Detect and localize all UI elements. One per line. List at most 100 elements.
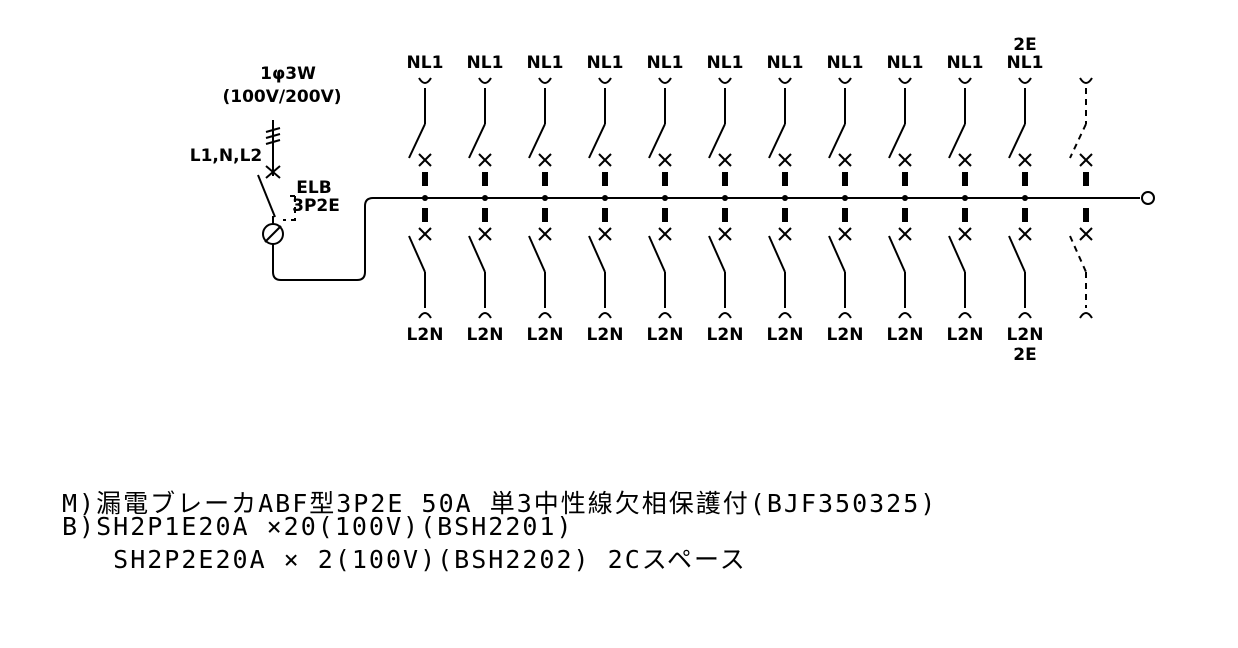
branch-bottom-switch: [888, 235, 906, 273]
branch-bottom-contact: [962, 208, 968, 222]
branch-bottom-x-mark: [898, 227, 912, 241]
branch-bottom-label: L2N: [947, 325, 984, 345]
branch-bottom-label: L2N: [527, 325, 564, 345]
branch-top-x-mark: [658, 153, 672, 167]
branch-bottom-terminal: [658, 312, 672, 319]
branch-bus-dot: [782, 195, 788, 201]
spec-line-branch-2e: SH2P2E20A × 2(100V)(BSH2202) 2Cスペース: [62, 545, 747, 574]
branch-top-terminal: [1018, 77, 1032, 84]
branch-bottom-contact: [542, 208, 548, 222]
branch-bus-dot: [422, 195, 428, 201]
branch-2e-top-label: 2E: [1013, 35, 1036, 55]
main-breaker-symbol: [257, 120, 1155, 281]
branch-bottom-label: L2N: [587, 325, 624, 345]
branch-top-terminal: [778, 77, 792, 84]
branch-bottom-contact: [422, 208, 428, 222]
branch-top-x-mark: [838, 153, 852, 167]
branch-bottom-x-mark: [418, 227, 432, 241]
branch-top-contact: [662, 172, 668, 186]
branch-top-terminal: [538, 77, 552, 84]
branch-top-x-mark: [898, 153, 912, 167]
branch-top-terminal: [658, 77, 672, 84]
branch-top-contact: [482, 172, 488, 186]
branch-top-label: NL1: [467, 53, 504, 73]
branch-bottom-switch: [708, 235, 726, 273]
branch-top-x-mark: [418, 153, 432, 167]
branch-bottom-x-mark: [958, 227, 972, 241]
branch-bottom-contact: [782, 208, 788, 222]
branch-top-terminal: [478, 77, 492, 84]
branch-bottom-contact: [662, 208, 668, 222]
branch-top-label: NL1: [887, 53, 924, 73]
branch-top-label: NL1: [707, 53, 744, 73]
branch-bus-dot: [902, 195, 908, 201]
branch-bottom-contact: [1022, 208, 1028, 222]
branch-bottom-x-mark: [778, 227, 792, 241]
branch-bottom-terminal: [1018, 312, 1032, 319]
branch-bottom-terminal: [718, 312, 732, 319]
branch-top-contact: [542, 172, 548, 186]
branch-top-switch: [828, 123, 846, 159]
supply-lines-label: L1,N,L2: [190, 146, 262, 166]
branch-top-x-mark: [538, 153, 552, 167]
branch-bottom-label: L2N: [467, 325, 504, 345]
branch-top-terminal: [598, 77, 612, 84]
branch-top-switch: [408, 123, 426, 159]
branch-bottom-label: L2N: [707, 325, 744, 345]
branch-top-switch: [468, 123, 486, 159]
branch-bottom-switch: [1008, 235, 1026, 273]
spec-line-branch-1e: B)SH2P1E20A ×20(100V)(BSH2201): [62, 512, 574, 541]
branch-top-switch: [528, 123, 546, 159]
branch-bottom-x-mark: [838, 227, 852, 241]
branch-bottom-label: L2N: [827, 325, 864, 345]
branch-bottom-x-mark: [538, 227, 552, 241]
main-breaker-poles-label: 3P2E: [292, 196, 340, 216]
branch-top-contact: [962, 172, 968, 186]
branch-top-label: NL1: [587, 53, 624, 73]
branch-bottom-contact: [722, 208, 728, 222]
branch-bottom-contact: [902, 208, 908, 222]
branch-bus-dot: [1022, 195, 1028, 201]
branch-bottom-contact: [482, 208, 488, 222]
branch-bottom-x-mark: [718, 227, 732, 241]
branch-bottom-terminal: [898, 312, 912, 319]
branch-bottom-switch: [828, 235, 846, 273]
branch-top-x-mark: [598, 153, 612, 167]
branch-bottom-contact: [842, 208, 848, 222]
branch-top-terminal: [718, 77, 732, 84]
spare-slot: [1069, 77, 1093, 319]
supply-voltage-label: (100V/200V): [222, 87, 341, 107]
main-breaker-type-label: ELB: [296, 178, 331, 198]
branch-bottom-terminal: [778, 312, 792, 319]
branch-top-terminal: [898, 77, 912, 84]
branch-bus-dot: [842, 195, 848, 201]
supply-phase-label: 1φ3W: [260, 64, 316, 84]
branch-bottom-terminal: [838, 312, 852, 319]
branch-bus-dot: [722, 195, 728, 201]
branch-bottom-terminal: [958, 312, 972, 319]
branch-bottom-switch: [768, 235, 786, 273]
branch-bottom-label: L2N: [407, 325, 444, 345]
branch-bus-dot: [662, 195, 668, 201]
branch-top-label: NL1: [1007, 53, 1044, 73]
branch-bottom-x-mark: [478, 227, 492, 241]
branch-top-contact: [1022, 172, 1028, 186]
branch-bottom-terminal: [478, 312, 492, 319]
branch-bottom-label: L2N: [1007, 325, 1044, 345]
branch-bottom-switch: [588, 235, 606, 273]
branch-bottom-contact: [602, 208, 608, 222]
branch-top-switch: [588, 123, 606, 159]
branch-top-terminal: [418, 77, 432, 84]
branch-bottom-label: L2N: [647, 325, 684, 345]
